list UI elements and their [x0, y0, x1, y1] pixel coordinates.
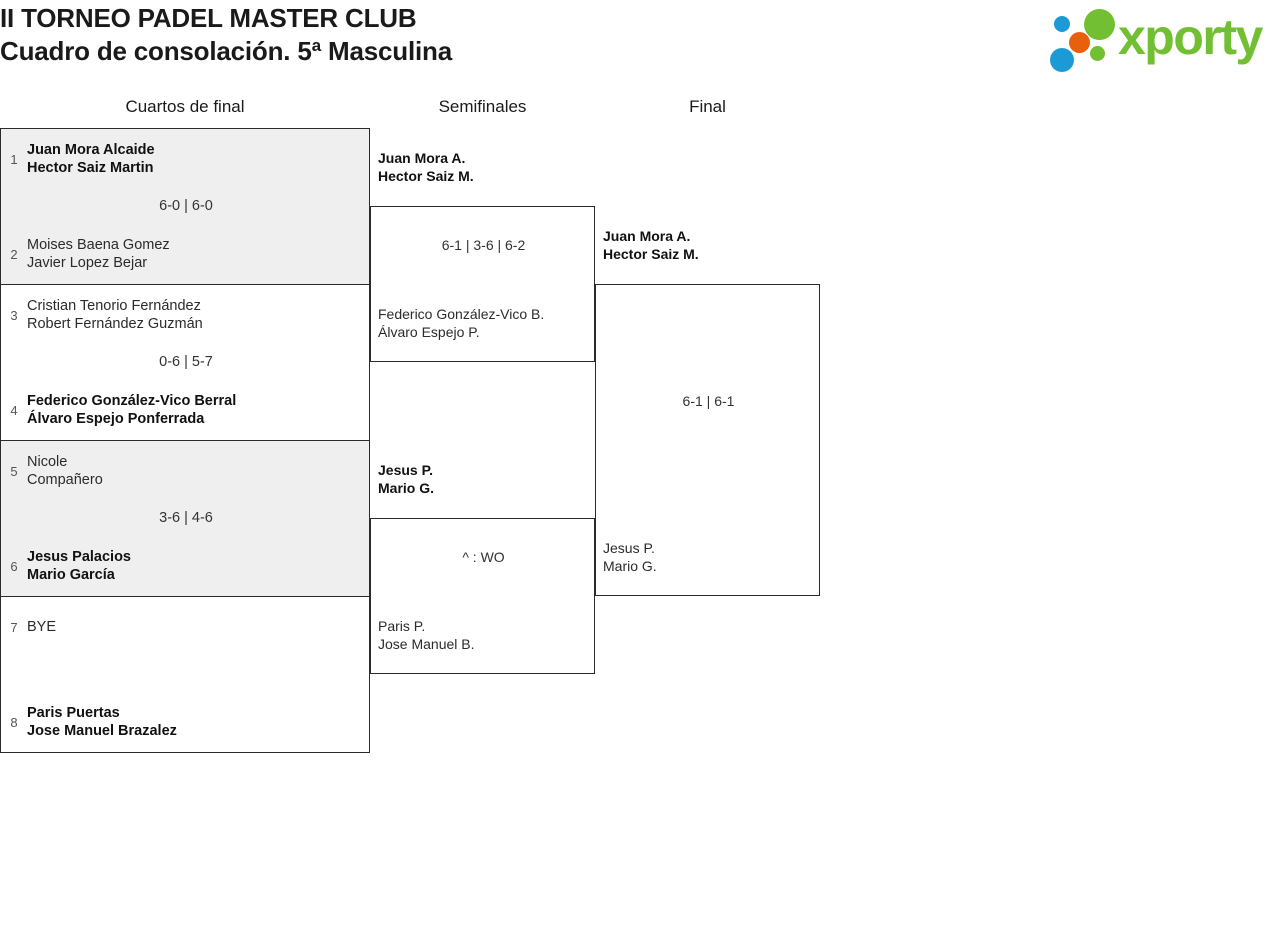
xporty-logo[interactable]: xporty [1048, 6, 1276, 72]
player-name: Federico González-Vico B. [378, 306, 545, 322]
player-name: Álvaro Espejo P. [378, 324, 480, 340]
match-final-team-top[interactable]: Juan Mora A. Hector Saiz M. [603, 227, 818, 263]
team-names: Moises Baena Gomez Javier Lopez Bejar [27, 236, 371, 272]
logo-dot-blue-small [1054, 16, 1070, 32]
page-header: II TORNEO PADEL MASTER CLUB Cuadro de co… [0, 0, 1280, 80]
player-name: Juan Mora A. [378, 150, 466, 166]
player-name: Robert Fernández Guzmán [27, 316, 203, 332]
match-r2-1-score: 6-1 | 3-6 | 6-2 [441, 237, 526, 253]
match-r1-1-team-bottom[interactable]: 2 Moises Baena Gomez Javier Lopez Bejar [1, 232, 371, 276]
tournament-title: II TORNEO PADEL MASTER CLUB [0, 3, 417, 33]
match-final-score: 6-1 | 6-1 [682, 393, 735, 409]
player-name: Federico González-Vico Berral [27, 393, 237, 409]
player-name: Álvaro Espejo Ponferrada [27, 411, 205, 427]
logo-dot-blue-large [1050, 48, 1074, 72]
team-names: Cristian Tenorio Fernández Robert Fernán… [27, 297, 371, 333]
round-header-final: Final [689, 97, 726, 116]
match-r1-1-score: 6-0 | 6-0 [159, 198, 213, 214]
match-r1-2-score: 0-6 | 5-7 [159, 354, 213, 370]
player-name: Javier Lopez Bejar [27, 255, 148, 271]
team-names: Federico González-Vico Berral Álvaro Esp… [27, 392, 371, 428]
team-names: Jesus Palacios Mario García [27, 548, 371, 584]
seed-number: 6 [10, 558, 18, 574]
tournament-subtitle: Cuadro de consolación. 5ª Masculina [0, 36, 452, 66]
match-r1-1[interactable]: 1 Juan Mora Alcaide Hector Saiz Martin 6… [0, 128, 370, 285]
logo-dots-icon [1048, 8, 1122, 72]
player-name: Jesus Palacios [27, 549, 131, 565]
match-r1-2-team-bottom[interactable]: 4 Federico González-Vico Berral Álvaro E… [1, 388, 371, 432]
match-r2-1[interactable]: Juan Mora A. Hector Saiz M. 6-1 | 3-6 | … [370, 150, 595, 362]
player-name: Nicole [27, 454, 68, 470]
seed-number: 3 [10, 307, 18, 323]
page-title: II TORNEO PADEL MASTER CLUB Cuadro de co… [0, 2, 900, 68]
player-name: Cristian Tenorio Fernández [27, 298, 201, 314]
match-r2-1-team-bottom[interactable]: Federico González-Vico B. Álvaro Espejo … [378, 305, 593, 341]
seed-number: 7 [10, 619, 18, 635]
match-r1-3-team-bottom[interactable]: 6 Jesus Palacios Mario García [1, 544, 371, 588]
player-name: Hector Saiz M. [378, 168, 474, 184]
match-r2-2[interactable]: Jesus P. Mario G. ^ : WO Paris P. Jose M… [370, 462, 595, 674]
team-names: BYE [27, 618, 371, 636]
match-r2-1-team-top[interactable]: Juan Mora A. Hector Saiz M. [378, 149, 593, 185]
seed-number: 1 [10, 151, 18, 167]
team-names: Nicole Compañero [27, 453, 371, 489]
match-r1-3-team-top[interactable]: 5 Nicole Compañero [1, 449, 371, 493]
player-name: Jesus P. [378, 462, 434, 478]
match-final-team-bottom[interactable]: Jesus P. Mario G. [603, 539, 818, 575]
match-r2-2-team-bottom[interactable]: Paris P. Jose Manuel B. [378, 617, 593, 653]
player-name: Jose Manuel Brazalez [27, 723, 177, 739]
match-r2-2-score: ^ : WO [462, 549, 505, 565]
player-name: Moises Baena Gomez [27, 237, 170, 253]
player-name: Juan Mora Alcaide [27, 142, 155, 158]
match-r2-2-team-top[interactable]: Jesus P. Mario G. [378, 461, 593, 497]
player-name: Mario G. [603, 558, 657, 574]
match-r1-2-team-top[interactable]: 3 Cristian Tenorio Fernández Robert Fern… [1, 293, 371, 337]
bye-label: BYE [27, 619, 57, 635]
match-r1-4-team-top[interactable]: 7 BYE [1, 605, 371, 649]
match-r1-3[interactable]: 5 Nicole Compañero 3-6 | 4-6 6 Jesus Pal… [0, 440, 370, 597]
logo-wordmark: xporty [1118, 9, 1263, 65]
player-name: Mario García [27, 567, 115, 583]
match-r1-1-team-top[interactable]: 1 Juan Mora Alcaide Hector Saiz Martin [1, 137, 371, 181]
player-name: Jose Manuel B. [378, 636, 475, 652]
player-name: Paris Puertas [27, 705, 120, 721]
player-name: Paris P. [378, 618, 426, 634]
seed-number: 4 [10, 402, 18, 418]
logo-dot-orange [1069, 32, 1090, 53]
round-header-semifinals: Semifinales [438, 97, 527, 116]
match-r1-3-score: 3-6 | 4-6 [159, 510, 213, 526]
player-name: Juan Mora A. [603, 228, 691, 244]
player-name: Hector Saiz Martin [27, 160, 154, 176]
seed-number: 2 [10, 246, 18, 262]
match-final[interactable]: Juan Mora A. Hector Saiz M. 6-1 | 6-1 Je… [595, 228, 820, 596]
team-names: Juan Mora Alcaide Hector Saiz Martin [27, 141, 371, 177]
player-name: Mario G. [378, 480, 435, 496]
player-name: Jesus P. [603, 540, 655, 556]
seed-number: 8 [10, 714, 18, 730]
seed-number: 5 [10, 463, 18, 479]
match-r1-4-team-bottom[interactable]: 8 Paris Puertas Jose Manuel Brazalez [1, 700, 371, 744]
logo-dot-green-large [1084, 9, 1115, 40]
player-name: Hector Saiz M. [603, 246, 699, 262]
logo-dot-green-small [1090, 46, 1105, 61]
team-names: Paris Puertas Jose Manuel Brazalez [27, 704, 371, 740]
player-name: Compañero [27, 472, 103, 488]
round-header-quarterfinals: Cuartos de final [125, 97, 245, 116]
match-r1-2[interactable]: 3 Cristian Tenorio Fernández Robert Fern… [0, 284, 370, 441]
match-r1-4[interactable]: 7 BYE 8 Paris Puertas Jose Manuel Brazal… [0, 596, 370, 753]
